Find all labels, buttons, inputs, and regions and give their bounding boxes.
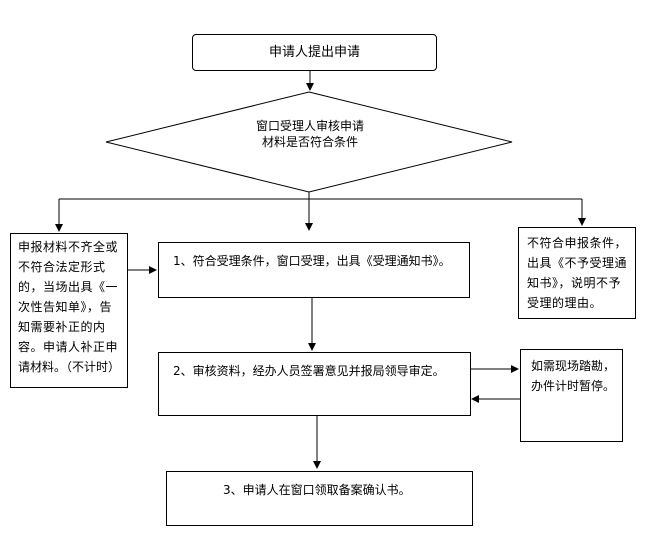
step1-label: 1、符合受理条件，窗口受理，出具《受理通知书》。 (173, 254, 451, 268)
site-visit-line-2: 办件计时暂停。 (531, 379, 616, 393)
reject-node: 不符合申报条件， 出具《不予受理通 知书》，说明不予 受理的理由。 (518, 227, 636, 319)
step3-node: 3、申请人在窗口领取备案确认书。 (166, 471, 473, 526)
step3-label: 3、申请人在窗口领取备案确认书。 (223, 483, 411, 497)
incomplete-line-3: 的，当场出具《一 (18, 280, 119, 294)
site-visit-node: 如需现场踏勘， 办件计时暂停。 (520, 349, 623, 442)
incomplete-line-7: 请材料。（不计时） (18, 360, 121, 374)
reject-line-2: 出具《不予受理通 (527, 256, 628, 270)
step2-node: 2、审核资料，经办人员签署意见并报局领导审定。 (158, 352, 471, 416)
reject-line-1: 不符合申报条件， (527, 236, 628, 250)
step2-label: 2、审核资料，经办人员签署意见并报局领导审定。 (173, 364, 445, 378)
reject-line-4: 受理的理由。 (527, 296, 603, 310)
decision-line-1: 窗口受理人审核申请 (255, 119, 364, 133)
incomplete-materials-node: 申报材料不齐全或 不符合法定形式 的，当场出具《一 次性告知单》，告 知需要补正… (10, 233, 128, 388)
site-visit-line-1: 如需现场踏勘， (531, 359, 616, 373)
decision-line-2: 材料是否符合条件 (261, 135, 358, 149)
incomplete-line-6: 容。申请人补正申 (18, 340, 119, 354)
incomplete-line-2: 不符合法定形式 (18, 260, 106, 274)
decision-node-label: 窗口受理人审核申请 材料是否符合条件 (220, 118, 400, 150)
incomplete-line-4: 次性告知单》，告 (18, 300, 113, 314)
incomplete-line-1: 申报材料不齐全或 (18, 240, 119, 254)
start-node-label: 申请人提出申请 (268, 44, 360, 60)
start-node: 申请人提出申请 (192, 34, 437, 71)
step1-node: 1、符合受理条件，窗口受理，出具《受理通知书》。 (158, 242, 470, 298)
incomplete-line-5: 知需要补正的内 (18, 320, 106, 334)
reject-line-3: 知书》，说明不予 (527, 276, 622, 290)
